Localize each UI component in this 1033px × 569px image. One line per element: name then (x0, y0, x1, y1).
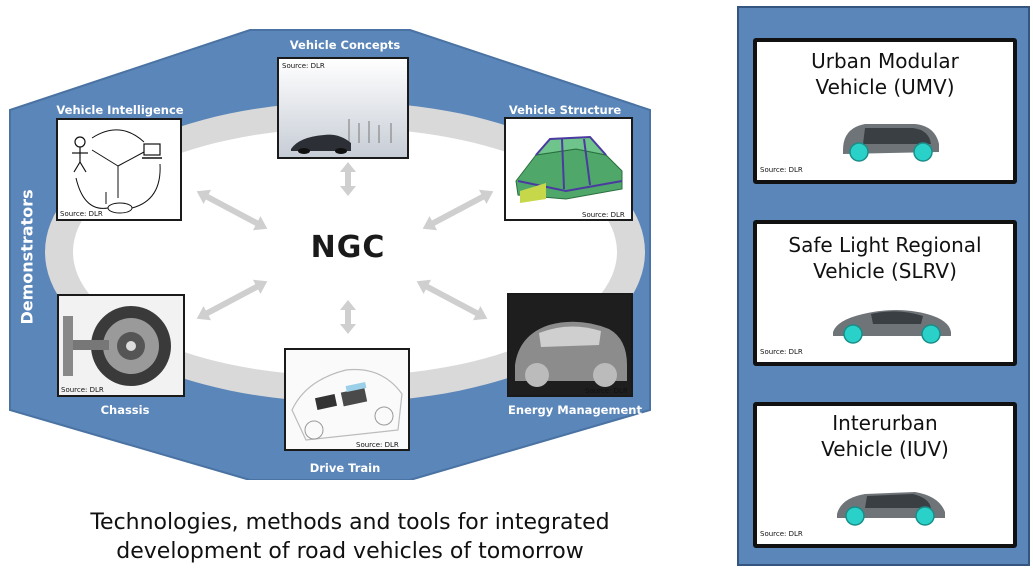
arrow-bottom (340, 300, 356, 334)
vehicle-card-slrv: Safe Light Regional Vehicle (SLRV) Sourc… (753, 220, 1017, 366)
arrow-lower-right (416, 279, 488, 321)
vehicle-title-line-1: Interurban (832, 411, 938, 435)
caption-line-1: Technologies, methods and tools for inte… (90, 510, 610, 535)
arrow-top (340, 162, 356, 196)
tile-chassis: Source: DLR (57, 294, 185, 397)
arrow-lower-left (196, 279, 268, 321)
source-label: Source: DLR (60, 210, 103, 218)
source-label: Source: DLR (585, 387, 628, 395)
chassis-wheel-image (59, 296, 183, 395)
source-label: Source: DLR (282, 62, 325, 70)
vehicle-card-umv: Urban Modular Vehicle (UMV) Source: DLR (753, 38, 1017, 184)
label-vehicle-structure: Vehicle Structure (508, 103, 622, 117)
vehicle-panel: Urban Modular Vehicle (UMV) Source: DLR … (737, 6, 1030, 566)
source-label: Source: DLR (356, 441, 399, 449)
vehicle-title-line-2: Vehicle (IUV) (821, 437, 949, 461)
center-label: NGC (310, 230, 386, 265)
body-structure-image (506, 119, 631, 219)
iuv-car-image (837, 492, 945, 526)
umv-car-image (843, 124, 939, 162)
tile-vehicle-concepts: Source: DLR (277, 57, 409, 159)
label-demonstrators: Demonstrators (17, 189, 37, 325)
vehicle-title: Safe Light Regional Vehicle (SLRV) (757, 232, 1013, 284)
vehicle-title: Interurban Vehicle (IUV) (757, 410, 1013, 462)
label-chassis: Chassis (100, 403, 150, 417)
source-label: Source: DLR (760, 166, 803, 174)
tile-drive-train: Source: DLR (284, 348, 410, 451)
vehicle-title-line-2: Vehicle (UMV) (815, 75, 955, 99)
vehicle-title-line-2: Vehicle (SLRV) (813, 259, 957, 283)
vehicle-card-iuv: Interurban Vehicle (IUV) Source: DLR (753, 402, 1017, 548)
arrow-upper-left (196, 189, 268, 231)
caption-line-2: development of road vehicles of tomorrow (116, 539, 584, 564)
arrow-upper-right (422, 189, 494, 231)
label-vehicle-intelligence: Vehicle Intelligence (56, 103, 184, 117)
intelligence-diagram-image (72, 129, 162, 214)
drivetrain-car-image (286, 350, 408, 449)
source-label: Source: DLR (760, 530, 803, 538)
thermal-car-image (509, 295, 631, 395)
connector-arrows (196, 162, 494, 334)
vehicle-title: Urban Modular Vehicle (UMV) (757, 48, 1013, 100)
diagram-caption: Technologies, methods and tools for inte… (0, 508, 700, 566)
concept-car-image (279, 59, 407, 157)
label-vehicle-concepts: Vehicle Concepts (289, 38, 401, 52)
source-label: Source: DLR (61, 386, 104, 394)
tile-energy-management: Source: DLR (507, 293, 633, 397)
source-label: Source: DLR (582, 211, 625, 219)
vehicle-title-line-1: Urban Modular (811, 49, 959, 73)
vehicle-title-line-1: Safe Light Regional (788, 233, 982, 257)
label-research-infrastructure: Research Infrastructure (650, 144, 670, 360)
label-energy-management: Energy Management (508, 403, 642, 417)
label-drive-train: Drive Train (309, 461, 381, 475)
slrv-car-image (833, 310, 951, 344)
tile-vehicle-intelligence: Source: DLR (56, 118, 182, 221)
tile-vehicle-structure: Source: DLR (504, 117, 633, 221)
source-label: Source: DLR (760, 348, 803, 356)
